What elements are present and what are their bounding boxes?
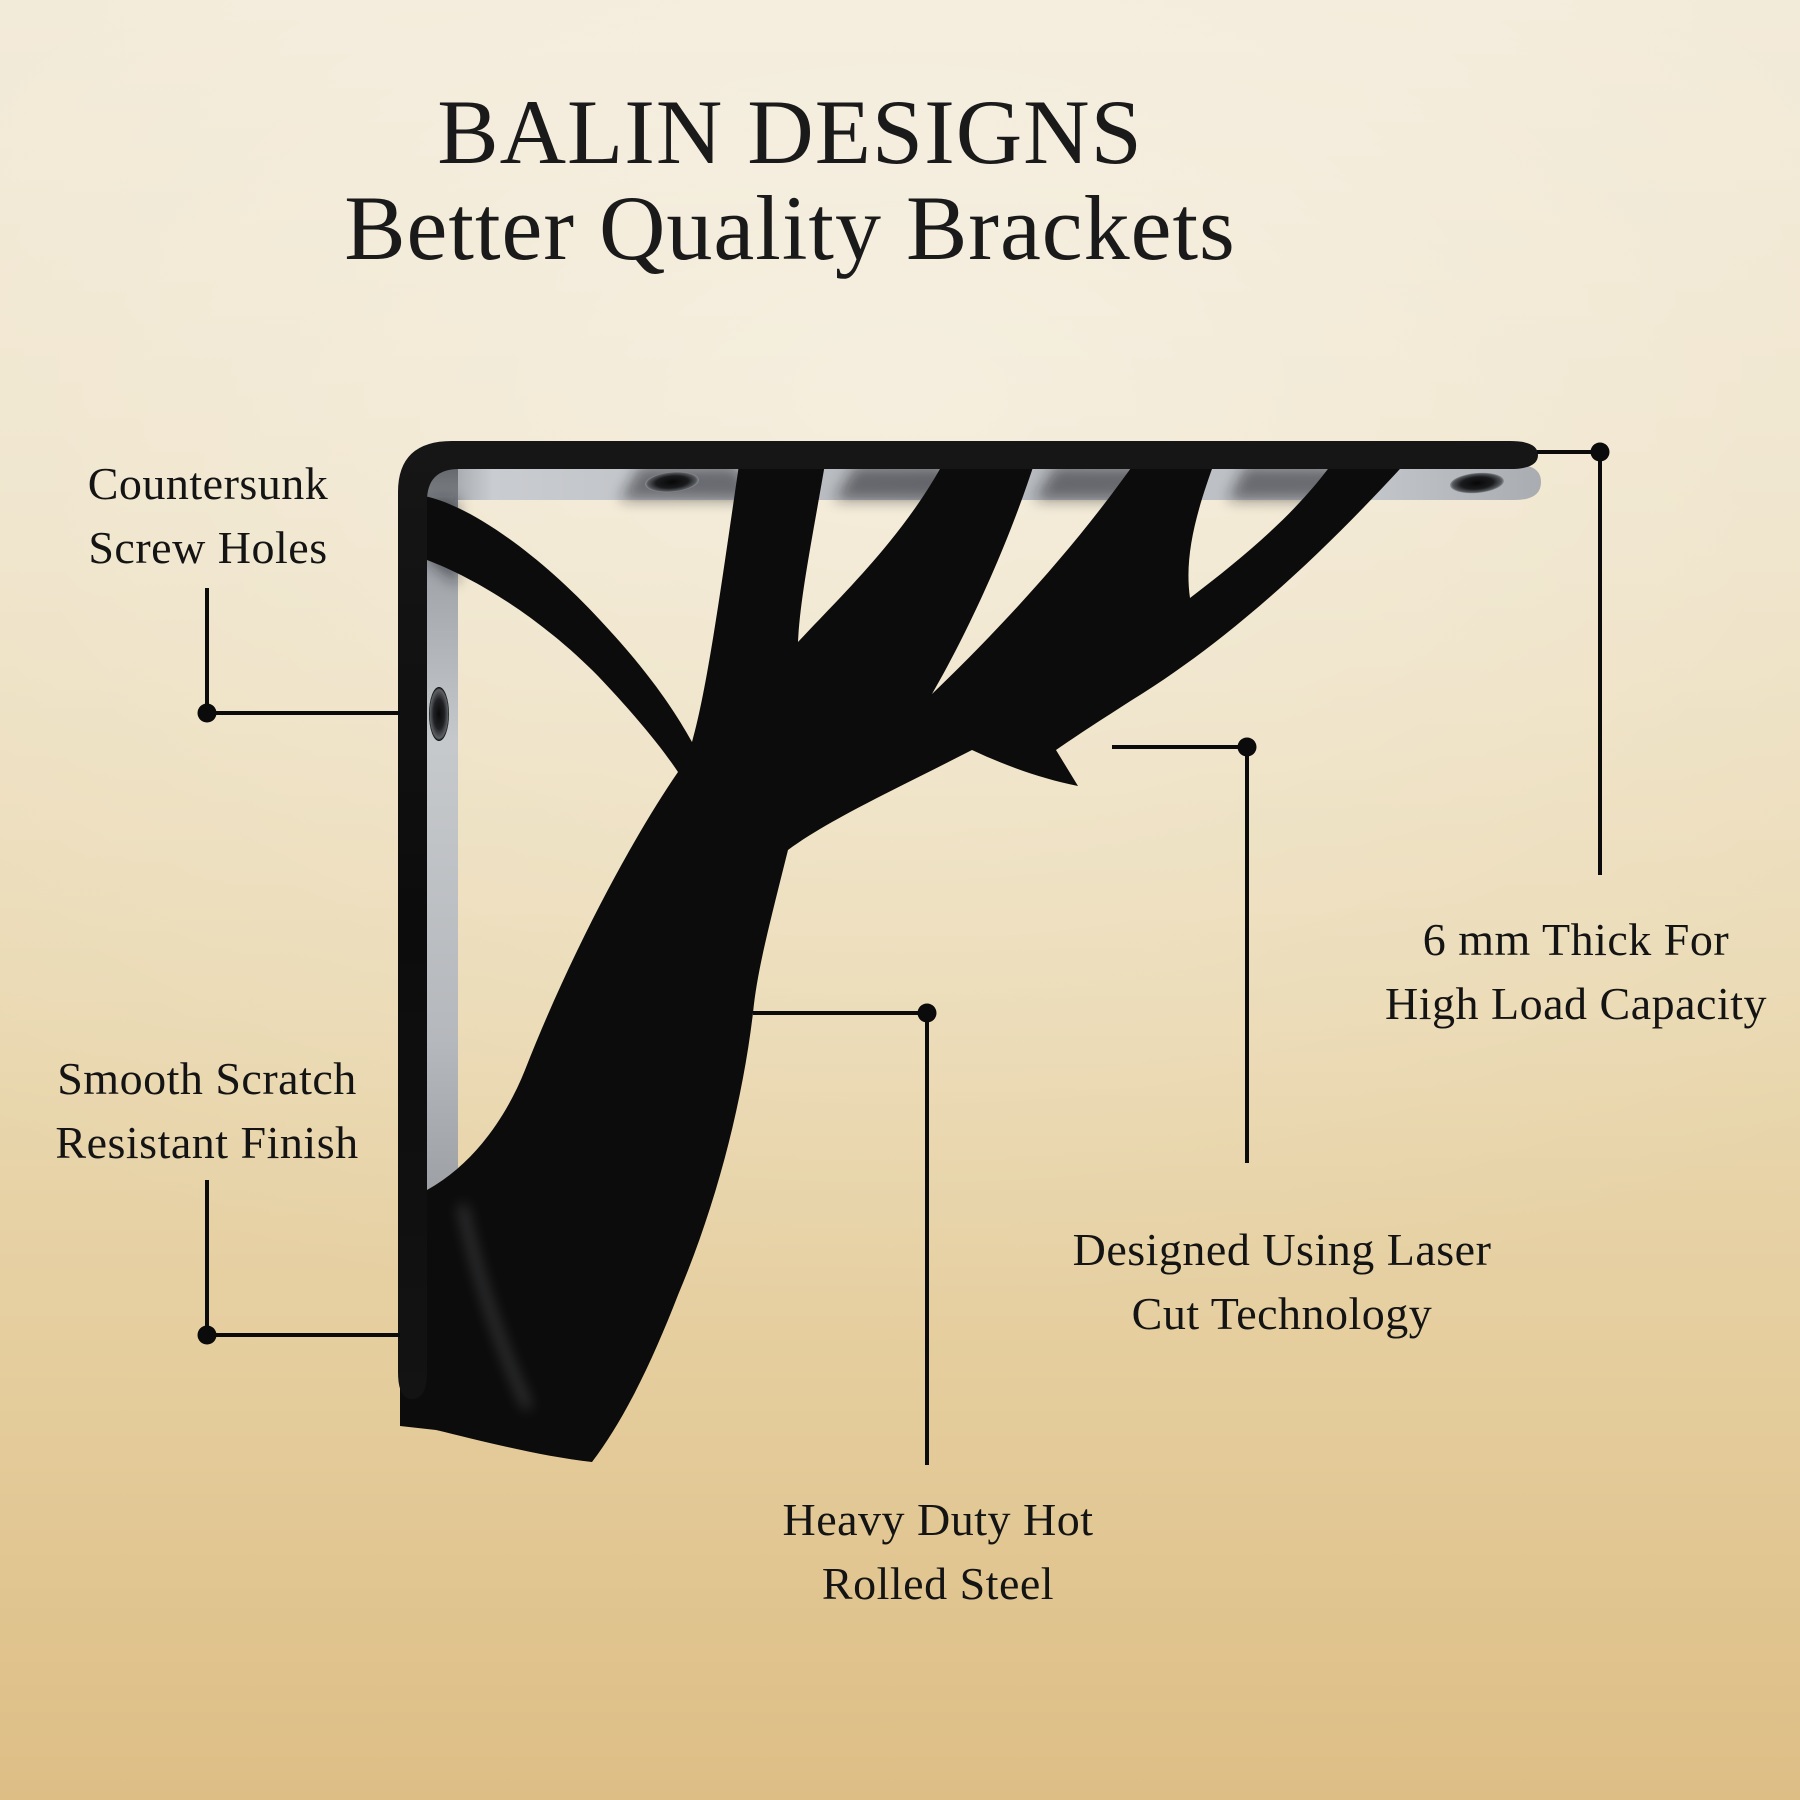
screw-hole-top-right	[1450, 472, 1504, 494]
callout-countersunk: Countersunk Screw Holes	[88, 452, 329, 580]
connector-smooth-vertical	[205, 1180, 209, 1337]
callout-smooth-finish: Smooth Scratch Resistant Finish	[55, 1047, 358, 1175]
connector-laser-horizontal	[1112, 745, 1249, 749]
trunk-highlight	[459, 1204, 531, 1410]
callout-countersunk-line1: Countersunk	[87, 458, 329, 509]
connector-countersunk-dot	[197, 703, 217, 723]
tree-branch-silhouette	[400, 458, 1410, 1462]
connector-countersunk-horizontal	[205, 711, 400, 715]
connector-steel-horizontal	[753, 1011, 929, 1015]
callout-hot-rolled-steel: Heavy Duty Hot Rolled Steel	[782, 1488, 1093, 1616]
screw-hole-side	[429, 687, 449, 741]
brand-name: BALIN DESIGNS	[437, 81, 1143, 183]
connector-smooth-horizontal	[205, 1333, 400, 1337]
connector-laser-dot	[1237, 737, 1257, 757]
callout-six-mm-line2: High Load Capacity	[1384, 978, 1768, 1029]
title-block: BALIN DESIGNS Better Quality Brackets	[344, 84, 1236, 276]
connector-sixmm-dot	[1590, 442, 1610, 462]
connector-steel-vertical	[925, 1013, 929, 1465]
callout-six-mm: 6 mm Thick For High Load Capacity	[1385, 908, 1767, 1036]
connector-sixmm-vertical	[1598, 452, 1602, 875]
callout-steel-line1: Heavy Duty Hot	[782, 1494, 1094, 1545]
connector-sixmm-horizontal	[1537, 450, 1602, 454]
screw-hole-top-left	[645, 471, 699, 493]
callout-smooth-line1: Smooth Scratch	[57, 1053, 357, 1104]
brand-tagline: Better Quality Brackets	[344, 177, 1236, 279]
connector-laser-vertical	[1245, 747, 1249, 1163]
callout-six-mm-line1: 6 mm Thick For	[1422, 914, 1730, 965]
connector-smooth-dot	[197, 1325, 217, 1345]
callout-laser-cut: Designed Using Laser Cut Technology	[1073, 1218, 1492, 1346]
connector-steel-dot	[917, 1003, 937, 1023]
callout-laser-line1: Designed Using Laser	[1072, 1224, 1492, 1275]
connector-countersunk-vertical	[205, 588, 209, 715]
callout-countersunk-line2: Screw Holes	[88, 522, 328, 573]
callout-laser-line2: Cut Technology	[1131, 1288, 1433, 1339]
callout-smooth-line2: Resistant Finish	[55, 1117, 359, 1168]
callout-steel-line2: Rolled Steel	[821, 1558, 1055, 1609]
